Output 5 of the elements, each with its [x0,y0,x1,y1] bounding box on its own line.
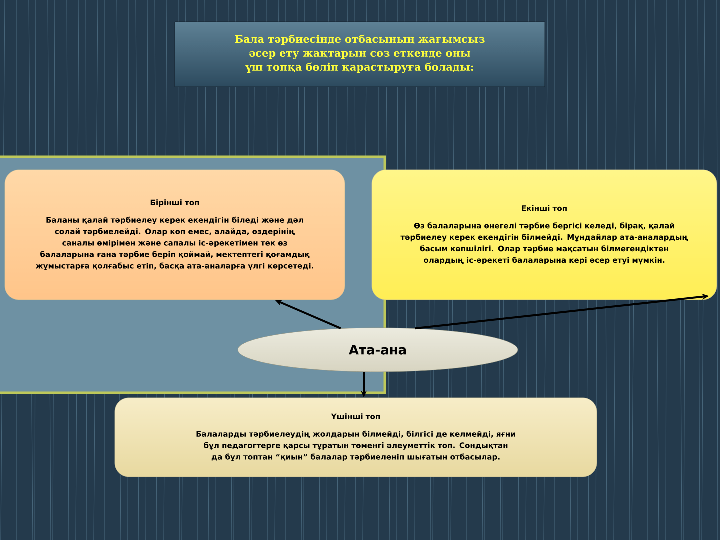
text-box [4,170,346,300]
text-box [372,170,718,300]
text-box [114,398,598,478]
title: Бала тәрбиесінде отбасының жағымсыз әсер ету жақтарын сөз еткенде оны үш топқа бөліп қарастыруға болады: [235,34,485,74]
node-label: Ата-ана [349,345,406,355]
